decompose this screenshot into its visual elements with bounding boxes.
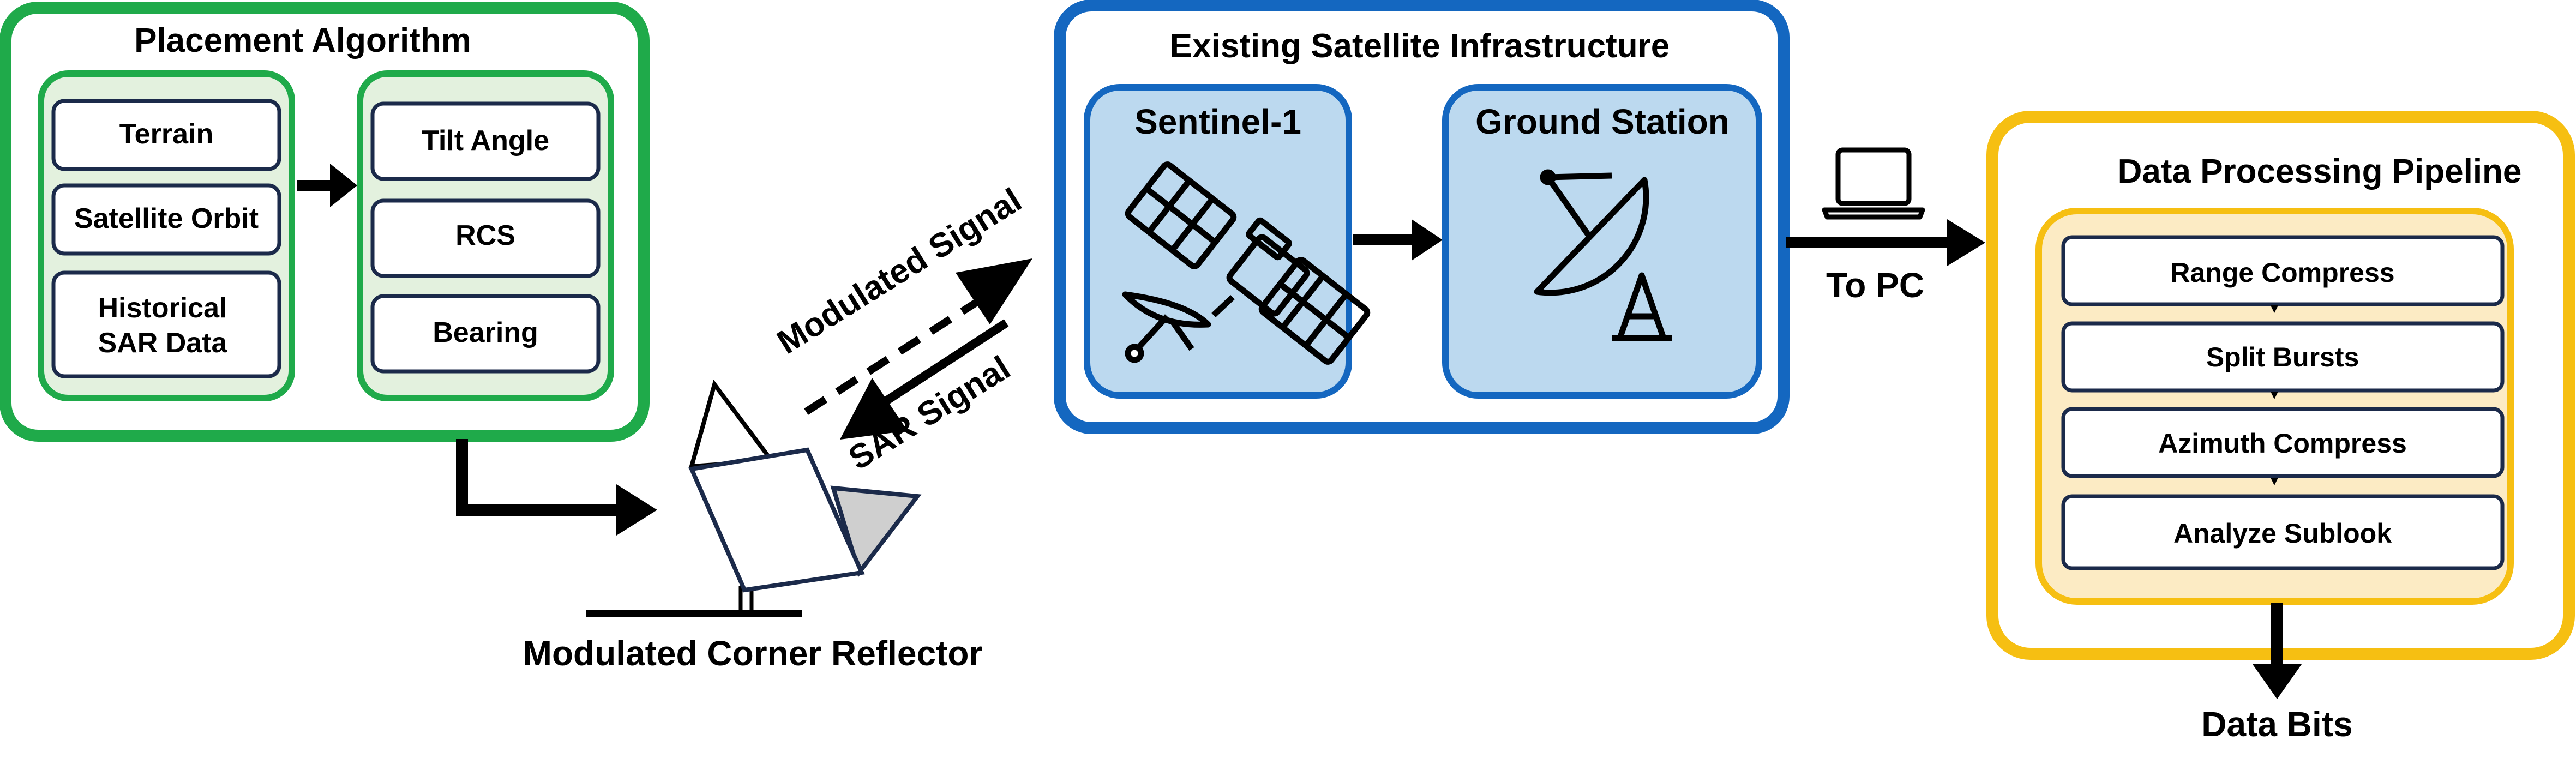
data-processing-pipeline-panel: Data Processing Pipeline Range Compress … [1986, 111, 2575, 660]
svg-text:Range Compress: Range Compress [2170, 257, 2394, 288]
svg-text:Analyze Sublook: Analyze Sublook [2173, 518, 2392, 549]
pipeline-output-arrow [2253, 603, 2302, 699]
input-terrain: Terrain [51, 99, 281, 171]
infrastructure-title: Existing Satellite Infrastructure [1170, 27, 1670, 65]
input-satellite-orbit: Satellite Orbit [51, 183, 281, 256]
svg-text:SAR Data: SAR Data [98, 327, 228, 359]
data-bits-label: Data Bits [2201, 705, 2352, 744]
infrastructure-to-pipeline-arrow [1786, 219, 1985, 266]
sentinel-to-ground-arrow [1353, 219, 1443, 261]
step-connector-arrow [2271, 305, 2278, 313]
svg-text:Azimuth Compress: Azimuth Compress [2158, 428, 2407, 459]
satellite-infrastructure-panel: Existing Satellite Infrastructure Sentin… [1054, 0, 1790, 434]
sar-signal-arrow [840, 319, 1009, 440]
placement-title: Placement Algorithm [134, 22, 471, 59]
output-tilt-angle: Tilt Angle [370, 101, 601, 181]
ground-station-dish-icon [1534, 169, 1672, 341]
sentinel-1-label: Sentinel-1 [1134, 102, 1301, 141]
satellite-icon [1122, 161, 1371, 365]
step-range-compress: Range Compress [2061, 235, 2505, 306]
input-historical-sar-data: Historical SAR Data [51, 270, 281, 378]
step-analyze-sublook: Analyze Sublook [2061, 494, 2505, 570]
pipeline-title: Data Processing Pipeline [2118, 153, 2522, 190]
step-connector-arrow [2271, 478, 2278, 485]
svg-text:Bearing: Bearing [433, 317, 538, 348]
svg-text:Split Bursts: Split Bursts [2206, 342, 2359, 372]
placement-algorithm-panel: Placement Algorithm Terrain Satellite Or… [0, 2, 650, 442]
ground-station-box [1442, 84, 1762, 399]
output-bearing: Bearing [370, 294, 601, 374]
svg-text:Tilt Angle: Tilt Angle [422, 125, 549, 157]
output-rcs: RCS [370, 198, 601, 278]
to-pc-label: To PC [1826, 266, 1924, 305]
step-azimuth-compress: Azimuth Compress [2061, 407, 2505, 478]
placement-to-reflector-arrow [456, 439, 657, 536]
modulated-signal-arrow [804, 258, 1032, 415]
inputs-to-outputs-arrow [297, 164, 357, 207]
reflector-label: Modulated Corner Reflector [523, 634, 983, 673]
step-connector-arrow [2271, 392, 2278, 399]
laptop-icon [1822, 147, 1925, 220]
svg-text:Historical: Historical [98, 292, 227, 324]
svg-text:Satellite Orbit: Satellite Orbit [74, 203, 259, 234]
ground-station-label: Ground Station [1475, 102, 1730, 141]
svg-text:Terrain: Terrain [119, 118, 213, 150]
step-split-bursts: Split Bursts [2061, 321, 2505, 393]
corner-reflector-icon: Modulated Corner Reflector [523, 380, 983, 673]
svg-text:RCS: RCS [455, 220, 515, 251]
